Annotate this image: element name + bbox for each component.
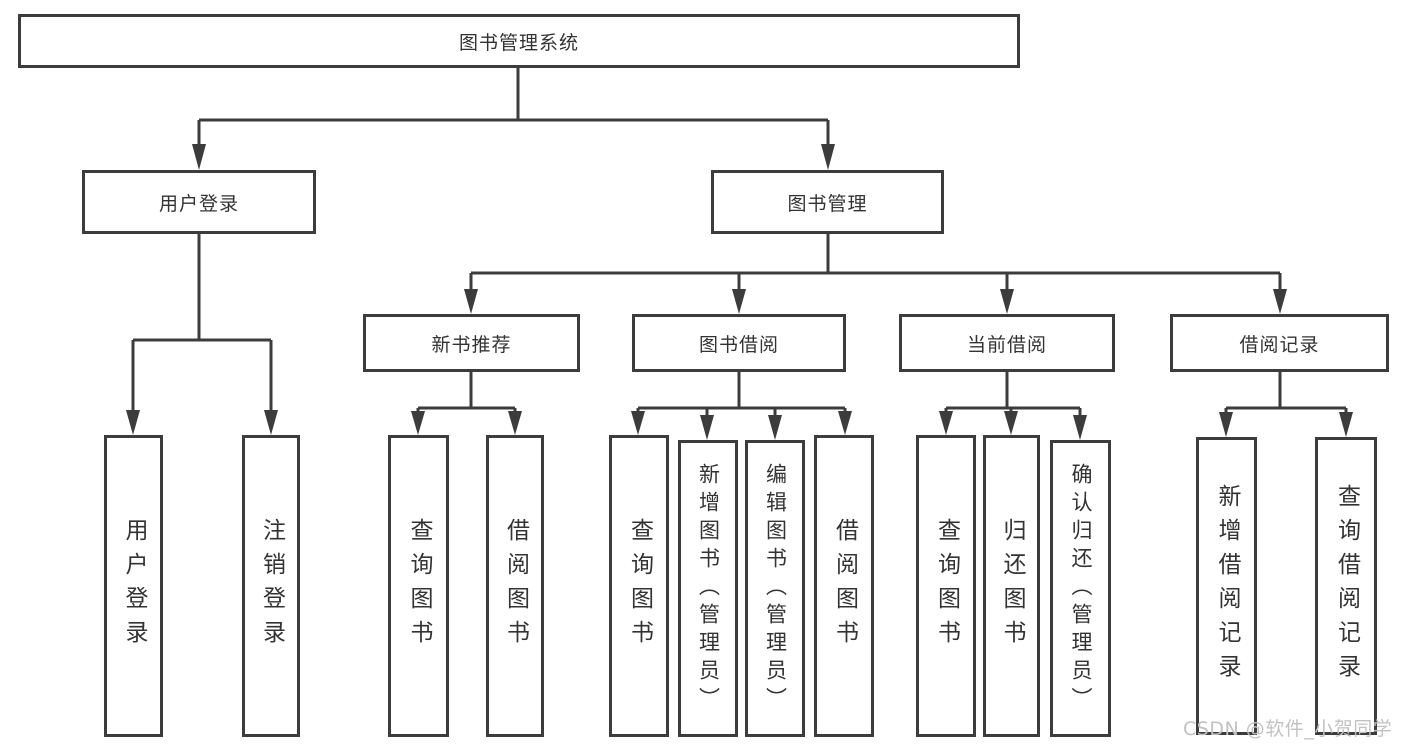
leaf-nb-borrow-books-label: 借阅图书 [502, 518, 529, 654]
node-root: 图书管理系统 [18, 14, 1020, 68]
node-book-borrow-label: 图书借阅 [698, 333, 779, 356]
node-book-management-label: 图书管理 [787, 192, 868, 215]
leaf-bb-edit-books-admin: 编辑图书（管理员） [745, 440, 805, 737]
leaf-cb-query-books-label: 查询图书 [933, 518, 960, 654]
leaf-bb-query-books: 查询图书 [609, 435, 669, 737]
leaf-cb-confirm-return-admin: 确认归还（管理员） [1050, 440, 1111, 737]
leaf-cb-return-books: 归还图书 [983, 435, 1040, 737]
leaf-br-query-record: 查询借阅记录 [1315, 437, 1377, 735]
node-book-borrow: 图书借阅 [632, 314, 846, 372]
leaf-cb-query-books: 查询图书 [916, 435, 976, 737]
leaf-logout-label: 注销登录 [258, 518, 285, 654]
leaf-bb-borrow-books-label: 借阅图书 [831, 518, 858, 654]
node-borrow-records-label: 借阅记录 [1239, 333, 1320, 356]
leaf-nb-query-books: 查询图书 [388, 435, 449, 737]
arrowhead-group [126, 144, 1353, 440]
node-borrow-records: 借阅记录 [1170, 314, 1389, 372]
leaf-nb-borrow-books: 借阅图书 [486, 435, 544, 737]
leaf-logout: 注销登录 [242, 435, 300, 737]
node-current-borrow: 当前借阅 [899, 314, 1115, 372]
leaf-user-login: 用户登录 [104, 435, 163, 737]
leaf-bb-add-books-admin: 新增图书（管理员） [678, 440, 738, 737]
node-user-login: 用户登录 [82, 170, 316, 234]
leaf-br-query-record-label: 查询借阅记录 [1333, 484, 1360, 688]
leaf-cb-confirm-return-admin-label: 确认归还（管理员） [1069, 462, 1093, 715]
node-user-login-label: 用户登录 [158, 192, 239, 215]
node-new-book-recommend: 新书推荐 [363, 314, 580, 372]
leaf-bb-edit-books-admin-label: 编辑图书（管理员） [763, 462, 788, 715]
leaf-cb-return-books-label: 归还图书 [999, 518, 1025, 654]
leaf-bb-add-books-admin-label: 新增图书（管理员） [696, 462, 721, 715]
node-new-book-recommend-label: 新书推荐 [431, 333, 512, 356]
leaf-nb-query-books-label: 查询图书 [406, 518, 432, 654]
leaf-user-login-label: 用户登录 [121, 518, 147, 654]
leaf-br-add-record-label: 新增借阅记录 [1214, 484, 1240, 688]
leaf-bb-query-books-label: 查询图书 [626, 518, 653, 654]
node-root-label: 图书管理系统 [458, 31, 579, 54]
leaf-br-add-record: 新增借阅记录 [1196, 437, 1257, 735]
leaf-bb-borrow-books: 借阅图书 [814, 435, 874, 737]
csdn-watermark: CSDN @软件_小贺同学 [1183, 718, 1393, 740]
node-book-management: 图书管理 [711, 170, 944, 234]
node-current-borrow-label: 当前借阅 [966, 333, 1047, 356]
